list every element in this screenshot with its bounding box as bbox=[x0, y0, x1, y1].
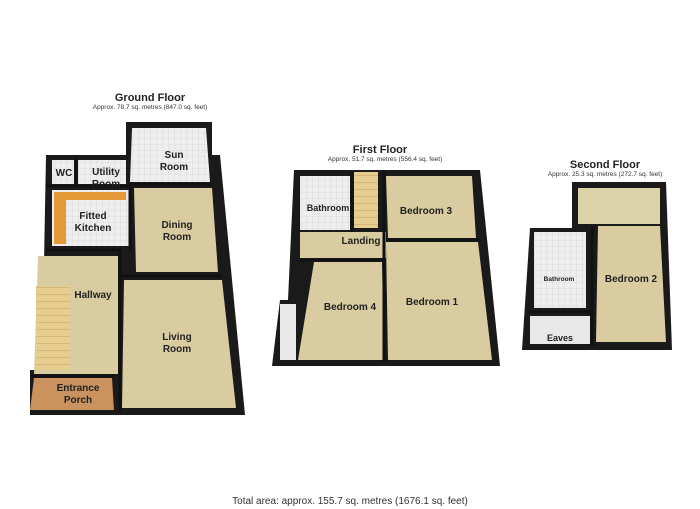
bedroom-4-floor bbox=[298, 262, 384, 360]
room-label-bedroom-4: Bedroom 4 bbox=[323, 302, 377, 313]
bedroom-3-floor bbox=[386, 176, 476, 238]
fitted-kitchen-line-1: Fitted bbox=[79, 211, 107, 222]
second-floor-area: Approx. 25.3 sq. metres (272.7 sq. feet) bbox=[547, 171, 663, 178]
room-label-entrance-porch: Entrance Porch bbox=[48, 383, 108, 406]
utility-room-line-2: Room bbox=[91, 178, 121, 190]
room-label-fitted-kitchen: Fitted Kitchen bbox=[68, 211, 118, 234]
kitchen-counter bbox=[54, 192, 126, 244]
entrance-porch-line-1: Entrance bbox=[56, 383, 100, 394]
second-floor-plan bbox=[522, 182, 672, 350]
room-label-hallway: Hallway bbox=[74, 290, 112, 301]
utility-room-line-1: Utility bbox=[92, 167, 120, 178]
ground-stairs bbox=[36, 286, 70, 370]
ground-floor-title: Ground Floor bbox=[114, 92, 186, 104]
room-label-sun-room: Sun Room bbox=[150, 150, 198, 173]
room-label-utility-room: Utility Room bbox=[84, 167, 128, 190]
second-floor-title: Second Floor bbox=[569, 159, 641, 171]
room-label-dining-room: Dining Room bbox=[152, 220, 202, 243]
second-dormer bbox=[578, 188, 660, 224]
total-area: Total area: approx. 155.7 sq. metres (16… bbox=[232, 496, 468, 507]
dining-room-line-1: Dining bbox=[161, 220, 193, 231]
living-room-line-2: Room bbox=[162, 343, 192, 355]
bedroom-1-floor bbox=[386, 242, 492, 360]
room-label-first-bathroom: Bathroom bbox=[306, 203, 350, 213]
room-label-bedroom-1: Bedroom 1 bbox=[405, 297, 459, 308]
sun-room-line-1: Sun bbox=[164, 150, 184, 161]
second-bathroom-floor bbox=[534, 232, 586, 308]
first-stairs bbox=[354, 172, 378, 228]
first-floor-title: First Floor bbox=[352, 144, 408, 156]
first-floor-area: Approx. 51.7 sq. metres (556.4 sq. feet) bbox=[327, 156, 443, 163]
eaves-floor bbox=[530, 316, 590, 344]
sun-room-line-2: Room bbox=[159, 161, 189, 173]
room-label-landing: Landing bbox=[341, 236, 381, 247]
utility-room-floor bbox=[78, 160, 126, 184]
room-label-wc: WC bbox=[55, 168, 73, 179]
dining-room-floor bbox=[134, 188, 218, 272]
room-label-bedroom-3: Bedroom 3 bbox=[399, 206, 453, 217]
room-label-living-room: Living Room bbox=[152, 332, 202, 355]
ground-floor-plan bbox=[30, 122, 245, 415]
first-floor-plan bbox=[272, 170, 500, 366]
landing-floor bbox=[300, 232, 386, 258]
room-label-bedroom-2: Bedroom 2 bbox=[604, 274, 658, 285]
fitted-kitchen-line-2: Kitchen bbox=[74, 222, 112, 234]
room-label-eaves: Eaves bbox=[546, 333, 574, 343]
wc-floor bbox=[52, 160, 74, 184]
entrance-porch-line-2: Porch bbox=[63, 394, 93, 406]
living-room-line-1: Living bbox=[162, 332, 192, 343]
first-side-area bbox=[280, 304, 296, 360]
ground-floor-area: Approx. 78.7 sq. metres (847.0 sq. feet) bbox=[92, 104, 208, 111]
living-room-floor bbox=[122, 280, 236, 408]
first-bathroom-floor bbox=[300, 176, 350, 230]
room-label-second-bathroom: Bathroom bbox=[543, 276, 575, 283]
entrance-porch-floor bbox=[30, 378, 114, 410]
bedroom-2-floor bbox=[596, 226, 666, 342]
dining-room-line-2: Room bbox=[162, 231, 192, 243]
sun-room-floor bbox=[130, 128, 210, 182]
